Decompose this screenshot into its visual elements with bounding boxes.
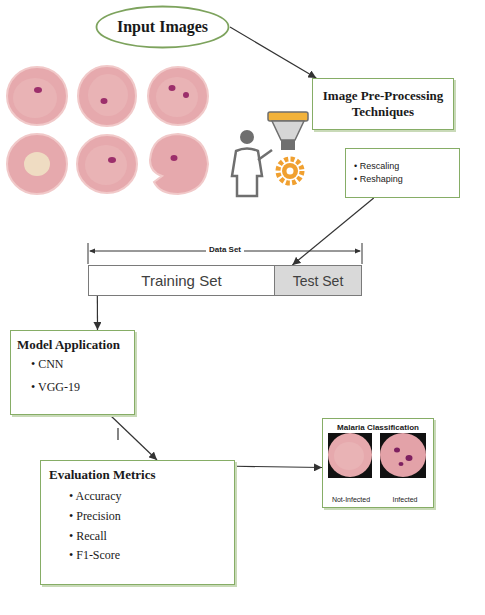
- list-item: • Reshaping: [354, 173, 451, 186]
- tick-mark: [117, 428, 118, 440]
- cell-image: [148, 67, 208, 125]
- flow-arrow: [230, 27, 316, 78]
- cell-image: [77, 135, 137, 193]
- cell-image: [7, 67, 67, 125]
- person-machine-icon: [232, 112, 308, 196]
- flow-arrow: [292, 198, 373, 265]
- cell-image: [7, 134, 67, 194]
- list-item: • VGG-19: [17, 376, 128, 399]
- flow-arrow: [235, 466, 322, 467]
- list-item: • Recall: [49, 527, 228, 547]
- dimension-label: Data Set: [206, 245, 244, 254]
- flow-arrow: [110, 415, 157, 460]
- list-item: • F1-Score: [49, 546, 228, 566]
- process-box: Model Application• CNN• VGG-19: [10, 330, 135, 415]
- segment-label: Training Set: [141, 272, 221, 289]
- note-box: • Rescaling• Reshaping: [345, 148, 460, 198]
- list-item: • Rescaling: [354, 160, 451, 173]
- result-box: Malaria ClassificationNot-InfectedInfect…: [322, 418, 434, 508]
- node-title: Input Images: [117, 18, 208, 36]
- node-title: Image Pre-Processing Techniques: [317, 88, 449, 120]
- cell-image: [150, 134, 208, 194]
- flow-arrow: [97, 296, 98, 330]
- list-item: • CNN: [17, 353, 128, 376]
- result-images: [328, 433, 426, 478]
- dataset-segment: Training Set: [88, 265, 275, 296]
- cell-image: [78, 66, 136, 126]
- list-item: • Accuracy: [49, 487, 228, 507]
- image-caption: Infected: [379, 496, 431, 503]
- segment-label: Test Set: [293, 273, 344, 289]
- cell-images: [7, 66, 208, 194]
- list-item: • Precision: [49, 507, 228, 527]
- start-ellipse: Input Images: [95, 5, 230, 49]
- image-caption: Not-Infected: [325, 496, 377, 503]
- process-box: Image Pre-Processing Techniques: [312, 78, 454, 130]
- node-title: Model Application: [17, 337, 128, 353]
- dimension-line: [88, 243, 362, 264]
- process-box: Evaluation Metrics• Accuracy• Precision•…: [40, 460, 235, 585]
- node-title: Evaluation Metrics: [49, 467, 228, 483]
- dataset-segment: Test Set: [275, 265, 362, 296]
- node-title: Malaria Classification: [323, 423, 433, 432]
